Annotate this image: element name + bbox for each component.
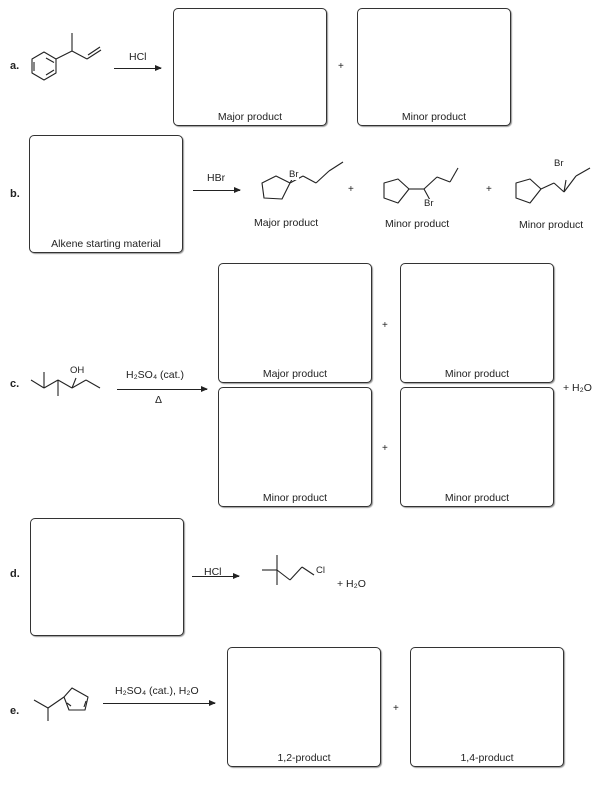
structure-c-alcohol — [30, 372, 101, 396]
structure-b-minor-product-1 — [383, 167, 459, 204]
answer-box-e-12-product[interactable]: 1,2-product — [227, 647, 381, 767]
reaction-arrow-a — [114, 65, 162, 71]
answer-box-c-minor-2[interactable]: Minor product — [218, 387, 372, 507]
answer-box-b-alkene[interactable]: Alkene starting material — [29, 135, 183, 253]
water-byproduct: + H₂O — [563, 382, 592, 394]
structure-b-minor-product-2 — [515, 167, 591, 204]
plus-sign: + — [348, 184, 354, 195]
answer-box-c-minor-1[interactable]: Minor product — [400, 263, 554, 383]
part-label-c: c. — [10, 378, 20, 390]
reagent-c: H₂SO₄ (cat.) — [126, 369, 184, 381]
answer-box-c-major[interactable]: Major product — [218, 263, 372, 383]
plus-sign: + — [486, 184, 492, 195]
reaction-arrow-c — [117, 386, 208, 392]
hydroxyl-group: OH — [70, 365, 85, 376]
box-caption: Minor product — [444, 368, 510, 380]
reaction-arrow-b — [193, 187, 241, 193]
plus-sign: + — [338, 61, 344, 72]
water-byproduct: + H₂O — [337, 578, 366, 590]
reagent-e: H₂SO₄ (cat.), H₂O — [115, 685, 199, 697]
reaction-arrow-e — [103, 700, 216, 706]
part-label-b: b. — [10, 188, 20, 200]
part-label-d: d. — [10, 568, 20, 580]
answer-box-d-alkene[interactable] — [30, 518, 184, 636]
box-caption: Major product — [217, 111, 283, 123]
part-label-a: a. — [10, 60, 20, 72]
structure-e-diene — [33, 687, 89, 721]
part-label-e: e. — [10, 705, 20, 717]
plus-sign: + — [382, 320, 388, 331]
caption-b-minor-2: Minor product — [519, 219, 584, 231]
structure-d-product — [262, 555, 315, 585]
box-caption: 1,2-product — [277, 752, 331, 764]
structure-b-major-product — [261, 161, 344, 200]
bromine-atom: Br — [289, 169, 299, 180]
bromine-atom: Br — [424, 198, 434, 209]
box-caption: Major product — [262, 368, 328, 380]
reagent-a: HCl — [129, 51, 147, 63]
reagent-c-heat: Δ — [155, 394, 163, 406]
box-caption: Minor product — [444, 492, 510, 504]
caption-b-major: Major product — [254, 217, 319, 229]
box-caption: Alkene starting material — [51, 238, 161, 250]
reagent-b: HBr — [207, 172, 226, 184]
box-caption: 1,4-product — [460, 752, 514, 764]
reagent-d: HCl — [204, 566, 222, 578]
answer-box-a-minor[interactable]: Minor product — [357, 8, 511, 126]
chlorine-atom: Cl — [316, 565, 325, 576]
box-caption: Minor product — [401, 111, 467, 123]
caption-b-minor-1: Minor product — [385, 218, 450, 230]
bromine-atom: Br — [554, 158, 564, 169]
answer-box-a-major[interactable]: Major product — [173, 8, 327, 126]
reaction-arrow-d — [192, 573, 240, 579]
box-caption: Minor product — [262, 492, 328, 504]
structure-3-phenyl-1-butene — [31, 33, 102, 81]
answer-box-c-minor-3[interactable]: Minor product — [400, 387, 554, 507]
answer-box-e-14-product[interactable]: 1,4-product — [410, 647, 564, 767]
plus-sign: + — [382, 443, 388, 454]
plus-sign: + — [393, 703, 399, 714]
